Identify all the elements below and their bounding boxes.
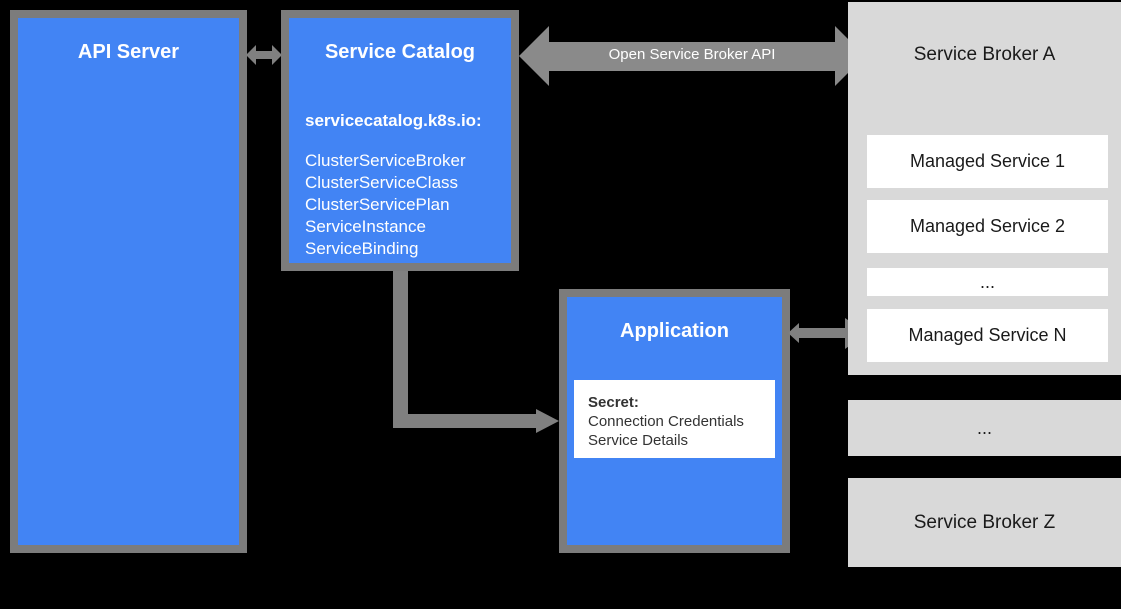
managed-service-box: Managed Service N (867, 309, 1108, 362)
secret-heading: Secret: (588, 394, 639, 411)
api-server-title: API Server (77, 41, 180, 63)
application-service-double-arrow-icon (788, 318, 867, 349)
application-title: Application (620, 320, 729, 342)
secret-card: Secret: Connection Credentials Service D… (574, 380, 775, 458)
service-broker-z-panel: Service Broker Z (848, 478, 1121, 567)
resource-item: ClusterServicePlan (305, 195, 450, 214)
resource-item: ClusterServiceClass (305, 173, 459, 192)
managed-service-box: Managed Service 2 (867, 200, 1108, 253)
service-catalog-title: Service Catalog (324, 41, 476, 63)
service-broker-a-panel: Service Broker A Managed Service 1 Manag… (848, 2, 1121, 375)
service-broker-z-title: Service Broker Z (913, 512, 1056, 533)
osb-api-arrow-label: Open Service Broker API (608, 46, 776, 63)
managed-service-box: Managed Service 1 (867, 135, 1108, 188)
service-catalog-resource-list: ClusterServiceBroker ClusterServiceClass… (305, 150, 466, 260)
catalog-application-connector-vertical (393, 271, 408, 428)
resource-item: ServiceBinding (305, 239, 419, 258)
more-brokers-panel: ... (848, 400, 1121, 456)
secret-line: Service Details (588, 432, 689, 449)
application-box: Application Secret: Connection Credentia… (559, 289, 790, 553)
resource-item: ServiceInstance (305, 217, 426, 236)
service-catalog-box: Service Catalog servicecatalog.k8s.io: C… (281, 10, 519, 271)
service-broker-a-title: Service Broker A (913, 44, 1056, 65)
catalog-application-arrowhead-icon (536, 409, 559, 433)
open-service-broker-api-arrow-icon (519, 26, 865, 86)
api-server-box: API Server (10, 10, 247, 553)
resource-item: ClusterServiceBroker (305, 151, 466, 170)
managed-service-ellipsis-box: ... (867, 268, 1108, 296)
service-catalog-api-group: servicecatalog.k8s.io: (305, 111, 482, 130)
api-catalog-double-arrow-icon (246, 45, 282, 65)
catalog-application-connector-horizontal (393, 414, 536, 428)
secret-line: Connection Credentials (588, 413, 744, 430)
